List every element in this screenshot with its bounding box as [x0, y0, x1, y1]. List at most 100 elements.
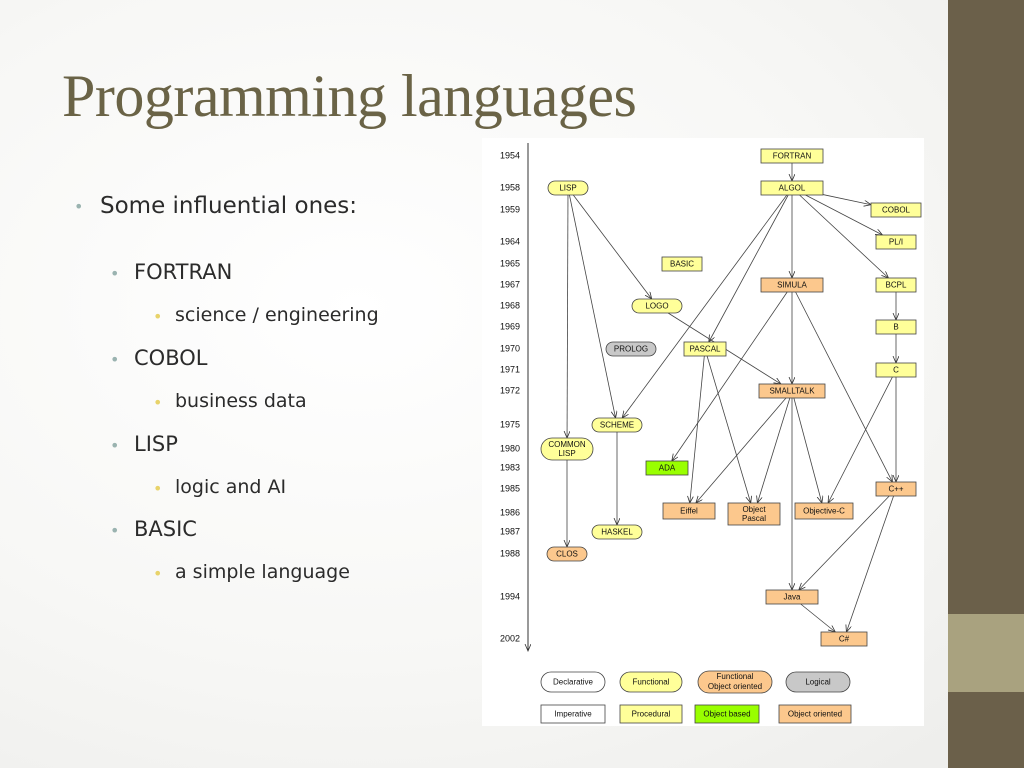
legend-label-logical: Logical: [805, 678, 831, 687]
year-label-2002: 2002: [500, 633, 520, 643]
node-basic: [661, 256, 703, 272]
bullet-detail-cobol: • business data: [153, 390, 307, 412]
bullet-intro: • Some influential ones:: [74, 193, 358, 219]
legend-label-procedural: Procedural: [632, 710, 671, 719]
edge-pascal-to-eiffel: [690, 355, 705, 503]
edge-cpp-to-csharp: [846, 495, 894, 632]
node-cpp: [875, 481, 917, 497]
edge-cpp-to-java: [799, 495, 890, 590]
node-label-java: Java: [784, 593, 801, 602]
bullet-item-basic: • BASIC: [110, 517, 197, 541]
node-label-logo: LOGO: [645, 302, 668, 311]
bullet-marker: •: [110, 264, 120, 283]
year-label-1964: 1964: [500, 236, 520, 246]
node-label-scheme: SCHEME: [600, 421, 634, 430]
edge-simula-to-ada: [672, 291, 788, 461]
legend-label-imperative: Imperative: [554, 710, 592, 719]
timeline-svg: 1954195819591964196519671968196919701971…: [500, 143, 922, 724]
node-label-cobol: COBOL: [882, 206, 911, 215]
node-ada: [645, 460, 689, 476]
node-b: [875, 319, 917, 335]
node-label-clos: CLOS: [556, 550, 578, 559]
legend-label-declarative: Declarative: [553, 678, 594, 687]
node-fortran: [760, 148, 824, 164]
year-label-1980: 1980: [500, 443, 520, 453]
node-label-prolog: PROLOG: [614, 345, 648, 354]
bullet-detail-text: science / engineering: [175, 304, 379, 326]
bullet-item-label: BASIC: [134, 517, 197, 541]
bullet-marker: •: [110, 521, 120, 540]
node-label-algol: ALGOL: [779, 184, 806, 193]
bullet-marker: •: [110, 436, 120, 455]
bullet-item-label: LISP: [134, 432, 178, 456]
node-label-csharp: C#: [839, 635, 850, 644]
year-label-1971: 1971: [500, 364, 520, 374]
node-commonlisp: [540, 437, 594, 461]
node-c: [875, 362, 917, 378]
node-lisp: [547, 180, 589, 196]
node-logo: [631, 298, 683, 314]
node-label-simula: SIMULA: [777, 281, 807, 290]
bullet-marker: •: [153, 307, 163, 326]
edge-algol-to-cobol: [822, 194, 871, 205]
year-label-1969: 1969: [500, 321, 520, 331]
year-label-1965: 1965: [500, 258, 520, 268]
node-label-haskel: HASKEL: [601, 528, 633, 537]
year-label-1975: 1975: [500, 419, 520, 429]
year-label-1994: 1994: [500, 591, 520, 601]
bullet-marker: •: [153, 564, 163, 583]
node-simula: [760, 277, 824, 293]
legend-functional: [619, 671, 683, 693]
node-prolog: [605, 341, 657, 357]
legend-label-object-based: Object based: [703, 710, 750, 719]
node-label-commonlisp-line2: LISP: [558, 449, 575, 458]
bullet-detail-text: a simple language: [175, 561, 350, 583]
node-bcpl: [875, 277, 917, 293]
bullet-item-label: FORTRAN: [134, 260, 233, 284]
year-label-1983: 1983: [500, 462, 520, 472]
bullet-detail-text: logic and AI: [175, 476, 287, 498]
bullet-marker: •: [153, 393, 163, 412]
edge-algol-to-bcpl: [799, 194, 889, 278]
node-label-smalltalk: SMALLTALK: [769, 387, 815, 396]
edge-c-to-objc: [828, 376, 893, 503]
year-label-1988: 1988: [500, 548, 520, 558]
node-algol: [760, 180, 824, 196]
legend-label-functional: Functional: [633, 678, 670, 687]
year-label-1954: 1954: [500, 150, 520, 160]
node-label-basic: BASIC: [670, 260, 694, 269]
node-csharp: [820, 631, 868, 647]
year-label-1985: 1985: [500, 483, 520, 493]
year-label-1987: 1987: [500, 526, 520, 536]
node-label-objc: Objective-C: [803, 507, 845, 516]
bullet-detail-text: business data: [175, 390, 307, 412]
edge-algol-to-pascal: [709, 194, 789, 342]
legend-label-functional-oo-line2: Object oriented: [708, 682, 762, 691]
edge-smalltalk-to-objpascal: [757, 397, 791, 503]
node-label-fortran: FORTRAN: [773, 152, 812, 161]
node-label-ada: ADA: [659, 464, 676, 473]
legend-functional-oo: [697, 670, 773, 694]
node-label-pascal: PASCAL: [690, 345, 722, 354]
bullet-item-fortran: • FORTRAN: [110, 260, 233, 284]
node-scheme: [591, 417, 643, 433]
edge-simula-to-cpp: [795, 291, 893, 482]
year-label-1986: 1986: [500, 507, 520, 517]
edge-lisp-to-logo: [572, 194, 651, 299]
node-objc: [794, 502, 854, 520]
bullet-item-label: COBOL: [134, 346, 208, 370]
edge-lisp-to-commonlisp: [567, 194, 568, 438]
node-label-bcpl: BCPL: [886, 281, 907, 290]
bullet-intro-text: Some influential ones:: [100, 193, 358, 219]
node-java: [765, 589, 819, 605]
edge-algol-to-pli: [805, 194, 882, 235]
year-label-1970: 1970: [500, 343, 520, 353]
node-cobol: [870, 202, 922, 218]
edge-lisp-to-scheme: [569, 194, 615, 418]
node-label-cpp: C++: [888, 485, 903, 494]
legend-declarative: [540, 671, 606, 693]
legend-label-functional-oo: Functional: [717, 672, 754, 681]
year-label-1959: 1959: [500, 204, 520, 214]
year-label-1968: 1968: [500, 300, 520, 310]
